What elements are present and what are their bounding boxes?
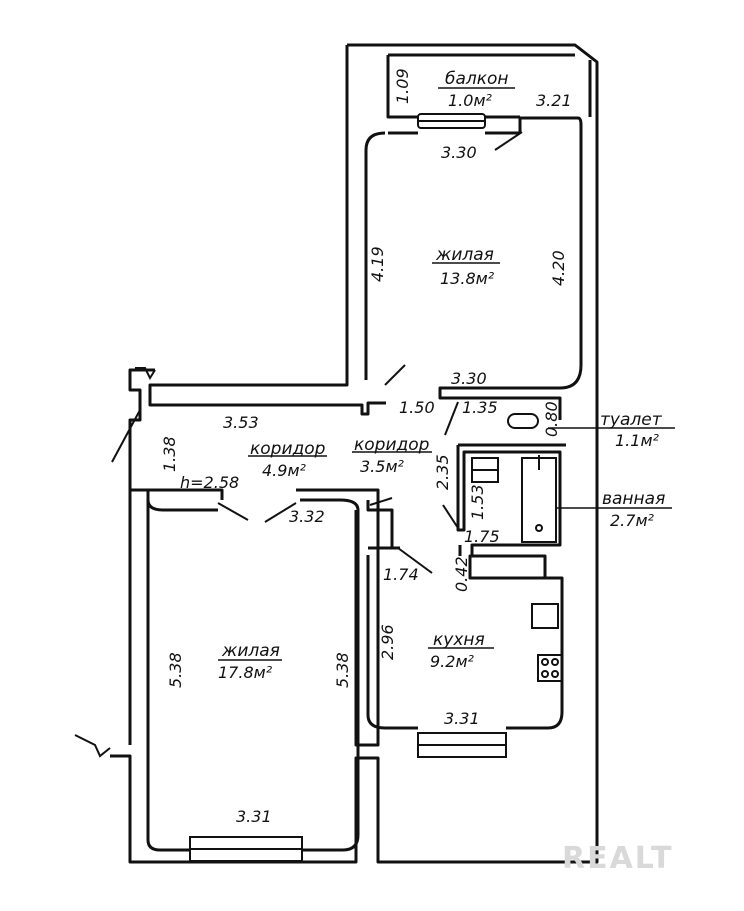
door-bedroom-upper: [384, 364, 406, 386]
door-kitchen: [397, 547, 433, 574]
stove-burners-icon: [541, 658, 559, 678]
room-kitchen-area: 9.2м²: [430, 652, 475, 671]
dim-living-right-length: 5.38: [333, 652, 352, 688]
balcony-wall: [386, 53, 592, 119]
room-corridor-left-area: 4.9м²: [262, 461, 307, 480]
dim-bedroom-top-width: 3.30: [441, 143, 477, 162]
room-living-large-area: 17.8м²: [218, 663, 273, 682]
counter-icon: [531, 603, 559, 629]
dim-living-bottom-width: 3.31: [236, 807, 272, 826]
door-bathroom: [442, 504, 459, 529]
dim-toilet-depth: 0.80: [542, 401, 561, 437]
dim-kitchen-niche: 0.42: [452, 556, 471, 592]
break-lower-left: [74, 734, 111, 758]
dim-bath-length: 1.53: [468, 484, 487, 520]
fixtures: [471, 413, 563, 682]
room-bathroom-name: ванная: [602, 489, 665, 509]
room-corridor-right-area: 3.5м²: [360, 457, 405, 476]
door-balcony: [494, 131, 523, 151]
dim-ceiling-height: h=2.58: [180, 473, 239, 492]
dim-kitchen-width: 3.31: [444, 709, 480, 728]
bedroom-upper-left-wall: [148, 45, 386, 416]
room-corridor-left-name: коридор: [250, 439, 326, 459]
room-balcony-name: балкон: [445, 69, 509, 89]
door-corridor: [369, 497, 393, 506]
tub-drain-icon: [535, 524, 543, 532]
room-corridor-right-name: коридор: [354, 435, 430, 455]
dim-bath-width: 1.75: [464, 527, 500, 546]
dim-toilet-width: 1.35: [462, 398, 498, 417]
dimension-labels: 1.09 3.21 3.30 4.19 4.20 3.30 3.53 1.38 …: [160, 68, 572, 826]
bath-toilet-wall: [456, 443, 566, 556]
dim-bedroom-left-length: 4.19: [368, 246, 387, 282]
room-kitchen-name: кухня: [433, 630, 485, 650]
bedroom-upper-inner-wall: [388, 116, 583, 420]
dim-corridor-right-width: 1.50: [399, 398, 435, 417]
room-bathroom-area: 2.7м²: [610, 511, 655, 530]
room-toilet-area: 1.1м²: [615, 431, 660, 450]
dim-corridor-right-length: 2.35: [433, 454, 452, 490]
doors: [74, 131, 523, 758]
room-balcony-area: 1.0м²: [448, 91, 493, 110]
room-labels: балкон 1.0м² жилая 13.8м² коридор 4.9м² …: [218, 69, 665, 682]
leader-lines: [218, 87, 675, 661]
walls: [110, 43, 599, 864]
door-living-large-right: [264, 502, 297, 523]
room-living-small-area: 13.8м²: [440, 269, 495, 288]
break-upper-left: [135, 367, 156, 381]
dim-living-left-length: 5.38: [166, 652, 185, 688]
kitchen-wall: [366, 500, 564, 730]
dim-bedroom-right-length: 4.20: [549, 250, 568, 286]
dim-balcony-width: 3.21: [536, 91, 572, 110]
dim-bedroom-bottom-width: 3.30: [451, 369, 487, 388]
outer-wall: [110, 43, 599, 864]
dim-living-top-width: 3.32: [289, 507, 325, 526]
room-toilet-name: туалет: [600, 410, 663, 430]
dim-corridor-width: 1.38: [160, 436, 179, 472]
stove-icon: [537, 654, 563, 682]
room-living-small-name: жилая: [435, 245, 494, 265]
door-toilet: [444, 401, 459, 436]
realt-watermark: REALT: [562, 841, 673, 876]
windows: [189, 113, 507, 862]
room-living-large-name: жилая: [221, 641, 280, 661]
dim-corridor-length: 3.53: [223, 413, 259, 432]
dim-kitchen-length: 2.96: [378, 624, 397, 660]
door-living-large-left: [217, 502, 249, 521]
break-line-upper: [111, 409, 141, 463]
living-large-wall: [130, 488, 380, 852]
dim-kitchen-passage: 1.74: [383, 565, 419, 584]
dim-balcony-depth: 1.09: [393, 68, 412, 104]
toilet-fixture-icon: [507, 413, 539, 429]
